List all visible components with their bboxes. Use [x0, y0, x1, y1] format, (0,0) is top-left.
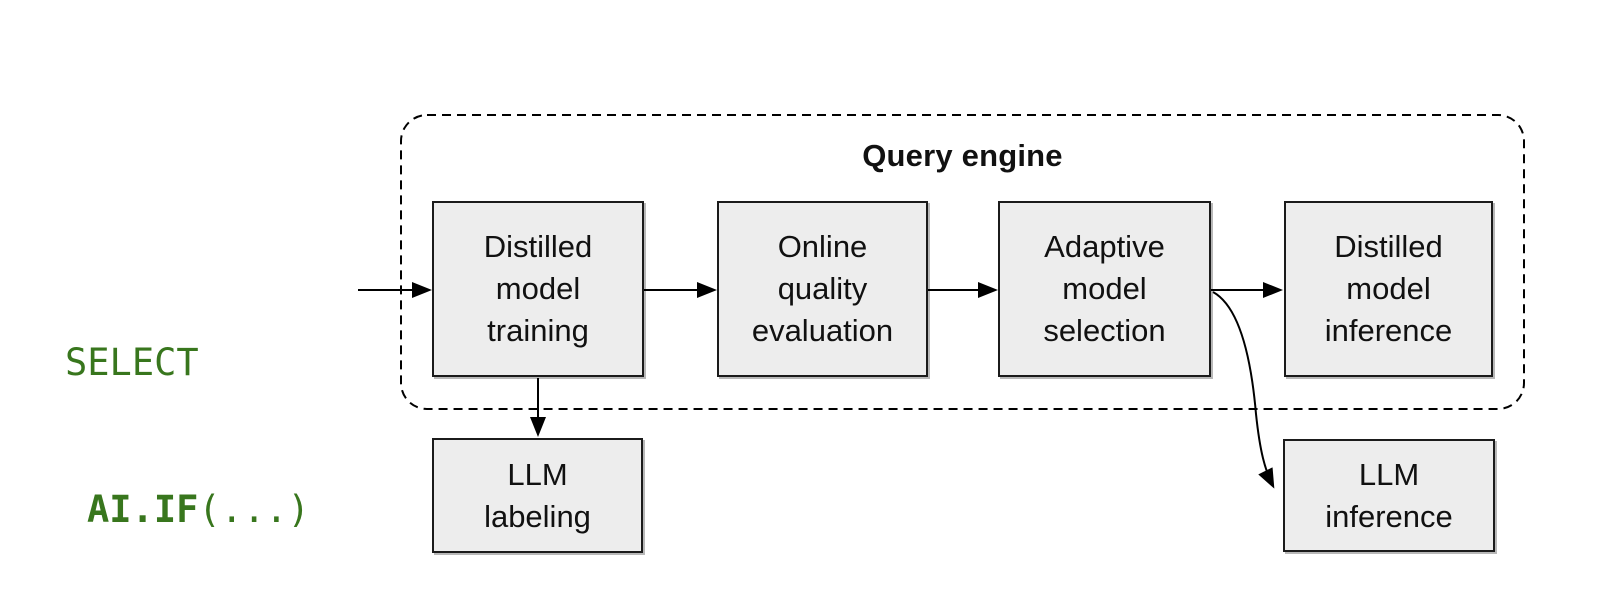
sql-select-keyword: SELECT [65, 338, 310, 387]
sql-select-text: SELECT [65, 341, 199, 384]
sql-function-line: AI.IF(...) [65, 485, 310, 534]
node-label: Distilled model inference [1324, 229, 1453, 348]
node-label: Adaptive model selection [1043, 229, 1166, 348]
sql-function-args: (...) [198, 488, 310, 531]
arrow-selection-to-llm-inference [1212, 291, 1275, 489]
node-llm-inference: LLM inference [1283, 439, 1495, 552]
node-distilled-model-inference: Distilled model inference [1284, 201, 1493, 377]
node-label: Distilled model training [483, 229, 593, 348]
node-adaptive-model-selection: Adaptive model selection [998, 201, 1211, 377]
sql-query-snippet: SELECT AI.IF(...) [65, 240, 310, 612]
node-label: Online quality evaluation [751, 229, 894, 348]
node-distilled-model-training: Distilled model training [432, 201, 644, 377]
node-online-quality-evaluation: Online quality evaluation [717, 201, 928, 377]
node-label: LLM labeling [484, 456, 591, 534]
query-engine-title: Query engine [862, 138, 1063, 173]
node-llm-labeling: LLM labeling [432, 438, 643, 553]
sql-function-name: AI.IF [87, 488, 199, 531]
node-label: LLM inference [1325, 456, 1453, 534]
